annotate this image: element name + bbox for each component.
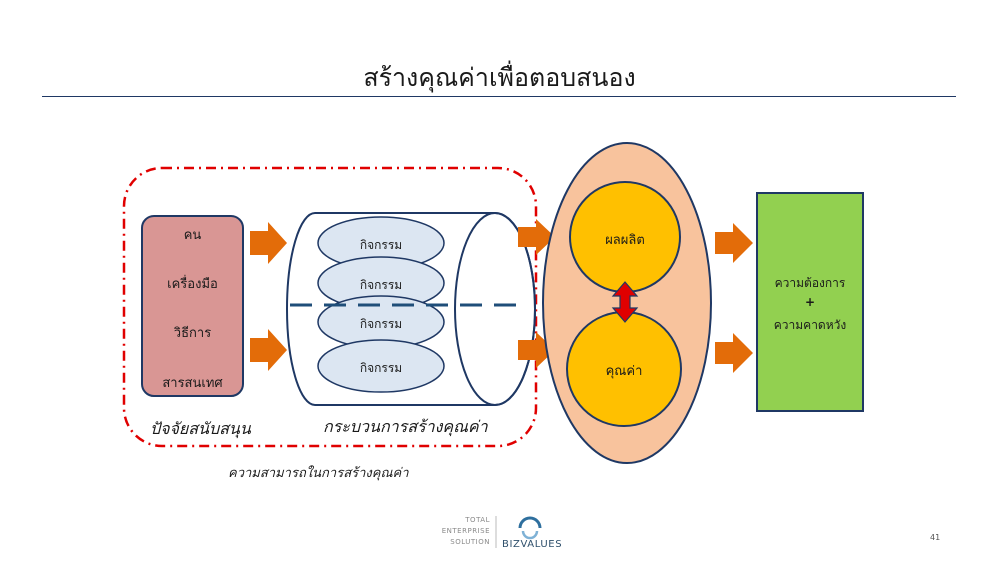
footer-line: SOLUTION: [450, 538, 490, 546]
activity-ellipse: [317, 339, 445, 393]
factors-box: [141, 215, 244, 397]
factors-caption: ปัจจัยสนับสนุน: [150, 419, 251, 438]
activity-label: กิจกรรม: [359, 238, 403, 252]
brand-name: BIZVALUES: [502, 539, 563, 550]
footer-tagline: TOTAL ENTERPRISE SOLUTION: [420, 515, 490, 548]
arrow-right-icon: [518, 219, 555, 255]
product-label: ผลผลิต: [605, 233, 645, 248]
factor-tools: เครื่องมือ: [167, 277, 218, 292]
cylinder-end: [454, 212, 536, 406]
page-number: 41: [930, 533, 941, 542]
capability-caption: ความสามารถในการสร้างคุณค่า: [228, 466, 409, 481]
page-title: สร้างคุณค่าเพื่อตอบสนอง: [363, 63, 636, 92]
activity-label: กิจกรรม: [359, 317, 403, 331]
value-label: คุณค่า: [605, 364, 643, 379]
double-arrow-icon: [611, 281, 639, 323]
activity-label: กิจกรรม: [359, 278, 403, 292]
footer-line: TOTAL: [465, 516, 490, 524]
factor-people: คน: [183, 228, 202, 243]
title-divider: [42, 96, 956, 97]
arrow-right-icon: [250, 222, 287, 264]
arrow-right-icon: [518, 332, 555, 368]
arrow-right-icon: [715, 333, 753, 373]
factor-information: สารสนเทศ: [162, 376, 223, 391]
footer-line: ENTERPRISE: [441, 527, 490, 535]
factor-methods: วิธีการ: [173, 326, 212, 341]
bizvalues-logo-icon: [518, 516, 542, 540]
arrow-right-icon: [715, 223, 753, 263]
result-needs: ความต้องการ: [774, 276, 846, 290]
result-box: [756, 192, 864, 412]
process-caption: กระบวนการสร้างคุณค่า: [323, 417, 488, 436]
activity-label: กิจกรรม: [359, 361, 403, 375]
capability-boundary: [122, 166, 538, 448]
result-plus: +: [804, 295, 816, 309]
arrow-right-icon: [250, 329, 287, 371]
result-expectations: ความคาดหวัง: [773, 318, 847, 332]
